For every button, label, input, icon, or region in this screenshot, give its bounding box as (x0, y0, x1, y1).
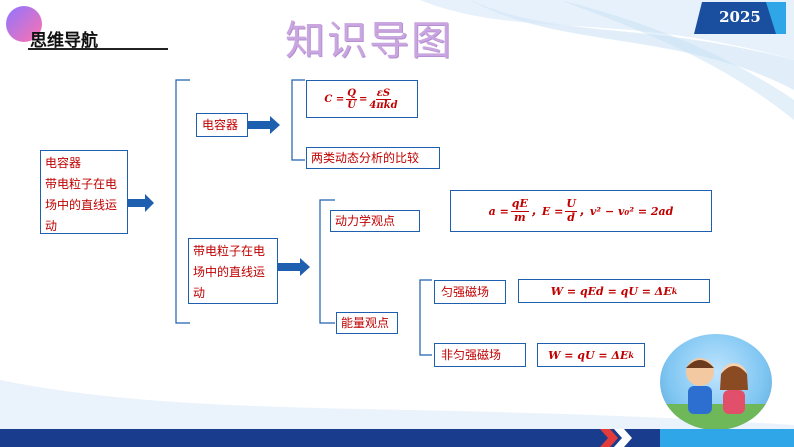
charged-particle-node: 带电粒子在电 场中的直线运 动 (188, 238, 278, 304)
kids-illustration-art (660, 358, 772, 430)
kids-illustration (660, 334, 772, 430)
logo-circle (6, 6, 42, 42)
energy-view-label: 能量观点 (341, 316, 390, 330)
year-badge-shape (694, 2, 786, 34)
dynamic-compare-label: 两类动态分析的比较 (311, 151, 420, 165)
uniform-field-label: 匀强磁场 (441, 285, 490, 299)
year-badge: 2025 (694, 2, 786, 34)
charged-line-1: 带电粒子在电 (193, 244, 266, 258)
root-line-4: 动 (45, 219, 58, 233)
capacitor-node: 电容器 (196, 113, 248, 137)
root-node: 电容器 带电粒子在电 场中的直线运 动 (40, 150, 128, 234)
energy-view-node: 能量观点 (336, 312, 398, 334)
dynamics-view-node: 动力学观点 (330, 210, 420, 232)
page-title: 知识导图 (285, 18, 453, 64)
nonuniform-field-label: 非匀强磁场 (441, 348, 502, 362)
charged-line-3: 动 (193, 286, 206, 300)
year-text: 2025 (719, 8, 761, 26)
nav-underline (28, 48, 168, 50)
dynamics-view-label: 动力学观点 (335, 214, 396, 228)
root-line-3: 场中的直线运 (45, 198, 118, 212)
dynamic-compare-node: 两类动态分析的比较 (306, 147, 440, 169)
charged-line-2: 场中的直线运 (193, 265, 266, 279)
bottom-chevrons (600, 429, 794, 447)
capacitor-label: 电容器 (202, 118, 239, 132)
nonuniform-field-node: 非匀强磁场 (434, 343, 526, 367)
uniform-field-node: 匀强磁场 (434, 280, 506, 304)
bottom-bar (0, 429, 794, 447)
nav-title: 思维导航 (30, 31, 98, 51)
root-line-1: 电容器 (45, 156, 82, 170)
root-line-2: 带电粒子在电 (45, 177, 118, 191)
